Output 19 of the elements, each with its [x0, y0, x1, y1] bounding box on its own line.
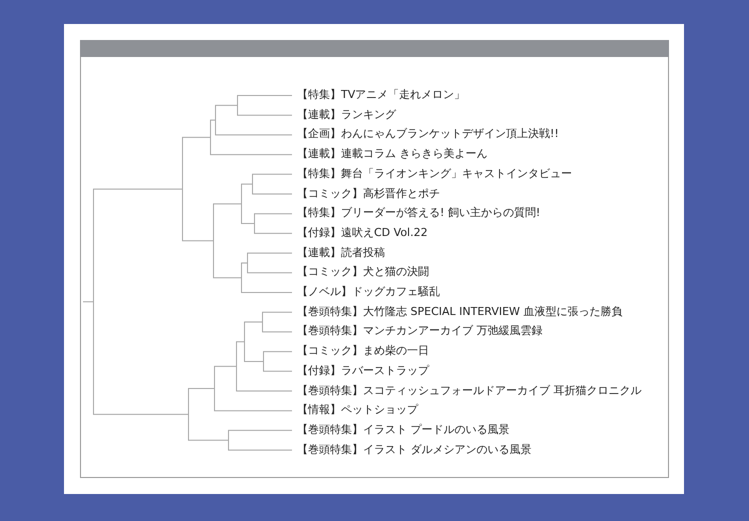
item-label: 【巻頭特集】マンチカンアーカイブ 万弛緩風雲録: [297, 324, 542, 338]
item-label: 【企画】わんにゃんブランケットデザイン頂上決戦!!: [297, 127, 559, 142]
item-label: 【ノベル】ドッグカフェ騒乱: [297, 285, 440, 299]
item-label: 【連載】読者投稿: [297, 246, 385, 260]
item-label: 【付録】遠吠えCD Vol.22: [297, 226, 428, 240]
item-label: 【情報】ペットショップ: [297, 403, 418, 418]
item-label: 【特集】TVアニメ「走れメロン」: [297, 88, 466, 102]
item-label: 【コミック】高杉晋作とポチ: [297, 186, 440, 200]
item-label: 【コミック】まめ柴の一日: [297, 344, 429, 358]
item-label: 【コミック】犬と猫の決闘: [297, 265, 429, 280]
item-label: 【巻頭特集】スコティッシュフォールドアーカイブ 耳折猫クロニクル: [297, 384, 642, 398]
item-label: 【巻頭特集】イラスト プードルのいる風景: [297, 422, 510, 437]
item-label: 【連載】ランキング: [297, 108, 396, 122]
item-label: 【巻頭特集】イラスト ダルメシアンのいる風景: [297, 442, 532, 457]
item-label: 【連載】連載コラム きらきら美よーん: [297, 147, 488, 162]
item-label: 【巻頭特集】大竹隆志 SPECIAL INTERVIEW 血液型に張った勝負: [297, 304, 622, 319]
item-label: 【特集】舞台「ライオンキング」キャストインタビュー: [297, 166, 572, 181]
item-label: 【付録】ラバーストラップ: [297, 364, 429, 378]
item-label: 【特集】ブリーダーが答える! 飼い主からの質問!: [297, 206, 540, 220]
